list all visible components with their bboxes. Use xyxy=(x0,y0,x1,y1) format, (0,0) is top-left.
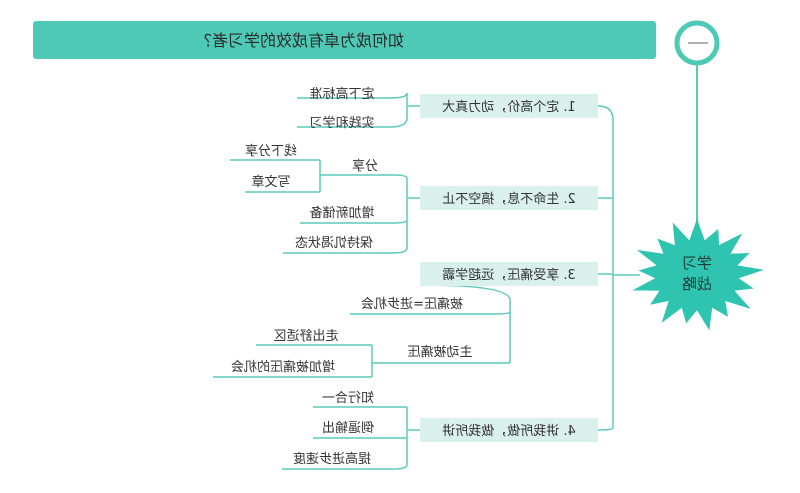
leaf-2-2[interactable]: 增加新储备 xyxy=(309,205,374,221)
connector-line-10 xyxy=(330,174,408,179)
leaf-4-1[interactable]: 知行合一 xyxy=(322,390,374,406)
connector-line-28 xyxy=(282,464,408,470)
connector-line-18 xyxy=(350,311,511,315)
leaf-2-3[interactable]: 保持饥渴状态 xyxy=(295,236,373,251)
page-title: 如何成为卓有成效的学习者？ xyxy=(196,31,404,50)
branch-2-label: 2. 生命不息，搞空不止 xyxy=(442,191,576,207)
leaf-2-1-1[interactable]: 线下分享 xyxy=(245,143,297,159)
target-icon xyxy=(674,20,720,66)
branch-1-label: 1. 定个高价，动力真大 xyxy=(442,99,576,115)
connector-line-6 xyxy=(297,92,408,99)
title-banner xyxy=(33,21,656,59)
connector-line-1 xyxy=(597,105,614,431)
connector-line-15 xyxy=(300,219,408,224)
leaf-2-1-2[interactable]: 写文章 xyxy=(251,174,290,190)
leaf-1-2[interactable]: 实践和学习 xyxy=(309,115,374,131)
leaf-3-2[interactable]: 主动被痛压 xyxy=(407,344,472,360)
leaf-2-1[interactable]: 分享 xyxy=(352,158,378,174)
branch-4-box[interactable] xyxy=(420,418,598,442)
branch-3-box[interactable] xyxy=(420,262,598,286)
connector-lines xyxy=(213,92,640,470)
leaf-4-2[interactable]: 倒逼输出 xyxy=(322,420,374,436)
center-star-node xyxy=(632,218,764,331)
branch-2-box[interactable] xyxy=(420,186,598,210)
leaf-3-1[interactable]: 被痛压=进步机会 xyxy=(361,296,463,312)
center-label-line-2: 战略 xyxy=(682,275,712,293)
center-label-line-1: 学习 xyxy=(682,254,712,272)
leaf-3-2-2[interactable]: 增加被痛压的机会 xyxy=(231,359,335,375)
connector-line-16 xyxy=(283,247,408,254)
branch-4-label: 4. 讲我所做，做我所讲 xyxy=(442,424,576,439)
leaf-4-3[interactable]: 提高进步速度 xyxy=(293,451,371,467)
leaf-3-2-1[interactable]: 走出舒适区 xyxy=(273,329,338,344)
connector-line-7 xyxy=(297,117,408,128)
leaf-1-1[interactable]: 定下高标准 xyxy=(309,86,374,102)
branch-1-box[interactable] xyxy=(420,94,598,118)
branch-3-label: 3. 享受痛压，远超学霸 xyxy=(442,267,576,283)
